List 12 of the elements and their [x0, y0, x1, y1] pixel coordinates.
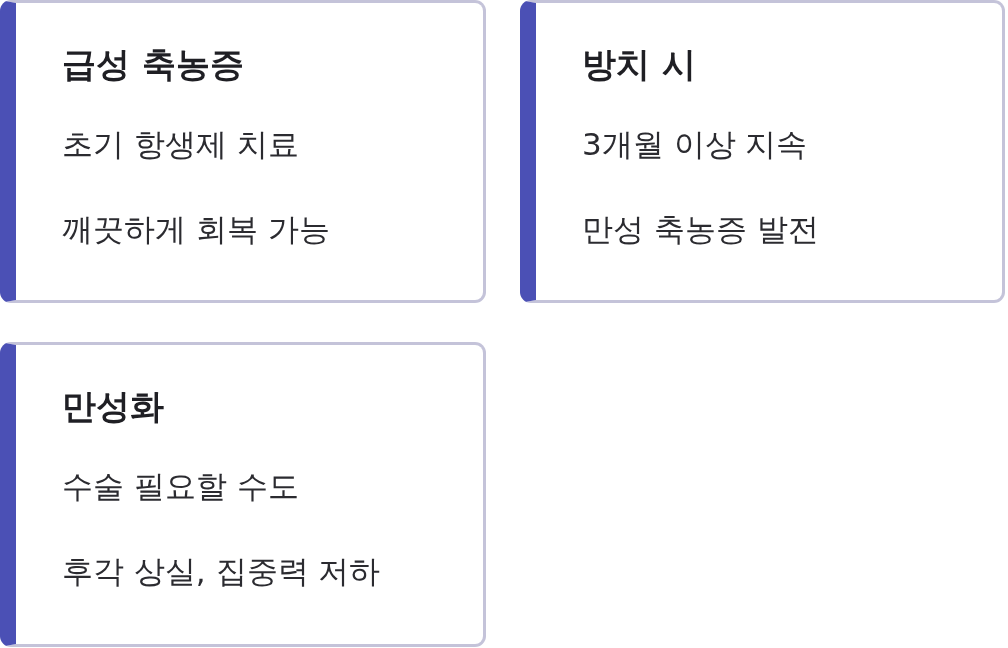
card-text: 만성 축농증 발전	[582, 211, 819, 249]
card-title: 만성화	[62, 386, 164, 427]
info-card	[0, 342, 486, 647]
card-title: 급성 축농증	[62, 44, 244, 85]
card-text: 후각 상실, 집중력 저하	[62, 553, 381, 591]
info-card	[0, 0, 486, 303]
card-text: 수술 필요할 수도	[62, 467, 299, 505]
card-text: 깨끗하게 회복 가능	[62, 211, 330, 249]
card-text: 초기 항생제 치료	[62, 125, 299, 163]
info-card	[520, 0, 1005, 303]
card-title: 방치 시	[582, 44, 696, 85]
card-text: 3개월 이상 지속	[582, 125, 808, 163]
